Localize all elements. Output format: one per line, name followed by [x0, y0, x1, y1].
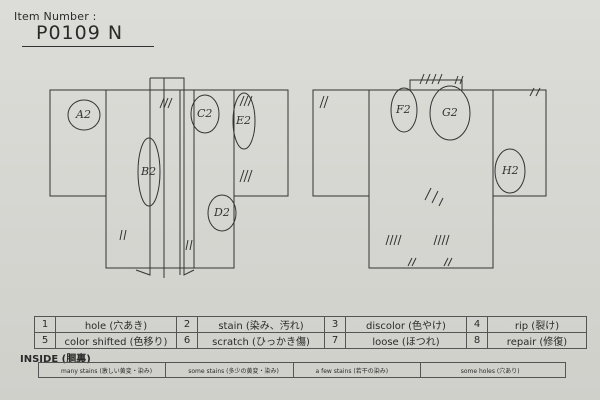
- marker-d2: D2: [213, 206, 230, 219]
- defect-num: 6: [176, 332, 198, 349]
- defect-num: 3: [324, 316, 346, 333]
- inside-cell: a few stains (若干の染み): [294, 363, 421, 377]
- marker-circle-h2: [494, 148, 526, 194]
- front-hatching: [119, 95, 253, 251]
- defect-num: 1: [34, 316, 56, 333]
- item-number-underline: [22, 46, 154, 47]
- defect-num: 4: [466, 316, 488, 333]
- defect-num: 5: [34, 332, 56, 349]
- defect-label: discolor (色やけ): [345, 316, 467, 333]
- marker-circle-c2: [190, 94, 220, 134]
- marker-circle-e2: [232, 92, 256, 150]
- marker-f2: F2: [395, 103, 411, 116]
- marker-c2: C2: [197, 107, 212, 120]
- front-view: [49, 77, 289, 278]
- front-marker-labels: A2 B2 C2 E2 D2: [75, 107, 251, 219]
- marker-circle-f2: [390, 87, 418, 133]
- back-collar: [409, 79, 463, 90]
- front-right-sleeve: [233, 89, 289, 197]
- inside-cell: some holes (穴あり): [460, 367, 520, 375]
- marker-a2: A2: [75, 108, 91, 121]
- item-number-value: P0109 N: [36, 22, 124, 44]
- front-collar-left: [135, 78, 151, 276]
- defect-num: 7: [324, 332, 346, 349]
- defect-label: stain (染み、汚れ): [197, 316, 325, 333]
- defect-label: rip (裂け): [487, 316, 587, 333]
- marker-g2: G2: [442, 106, 458, 119]
- defect-label: hole (穴あき): [55, 316, 177, 333]
- marker-b2: B2: [140, 165, 156, 178]
- inside-cell: some stains (多少の黄変・染み): [166, 363, 294, 377]
- marker-h2: H2: [501, 164, 519, 177]
- back-marker-labels: F2 G2 H2: [395, 103, 519, 177]
- marker-circle-g2: [429, 85, 471, 141]
- marker-circle-d2: [207, 194, 237, 232]
- defect-num: 8: [466, 332, 488, 349]
- item-number-label: Item Number :: [14, 10, 97, 23]
- table-row: 1 hole (穴あき) 2 stain (染み、汚れ) 3 discolor …: [34, 316, 587, 333]
- inside-title: INSIDE (胴裏): [20, 354, 91, 365]
- defect-legend-table: 1 hole (穴あき) 2 stain (染み、汚れ) 3 discolor …: [34, 316, 587, 349]
- front-left-sleeve: [49, 89, 107, 197]
- marker-e2: E2: [235, 114, 251, 127]
- front-body: [105, 89, 235, 269]
- back-hatching: [319, 73, 541, 267]
- defect-label: repair (修復): [487, 332, 587, 349]
- defect-label: color shifted (色移り): [55, 332, 177, 349]
- back-view: [312, 73, 547, 269]
- front-collar-right: [150, 77, 195, 276]
- defect-num: 2: [176, 316, 198, 333]
- back-left-sleeve: [312, 89, 370, 197]
- table-row: 5 color shifted (色移り) 6 scratch (ひっかき傷) …: [34, 332, 587, 349]
- marker-circle-a2: [67, 99, 101, 131]
- inside-cell: many stains (激しい黄変・染み): [39, 363, 167, 377]
- back-right-sleeve: [492, 89, 547, 197]
- defect-label: loose (ほつれ): [345, 332, 467, 349]
- defect-label: scratch (ひっかき傷): [197, 332, 325, 349]
- marker-circle-b2: [137, 137, 161, 207]
- inside-condition-row: many stains (激しい黄変・染み) some stains (多少の黄…: [38, 362, 566, 378]
